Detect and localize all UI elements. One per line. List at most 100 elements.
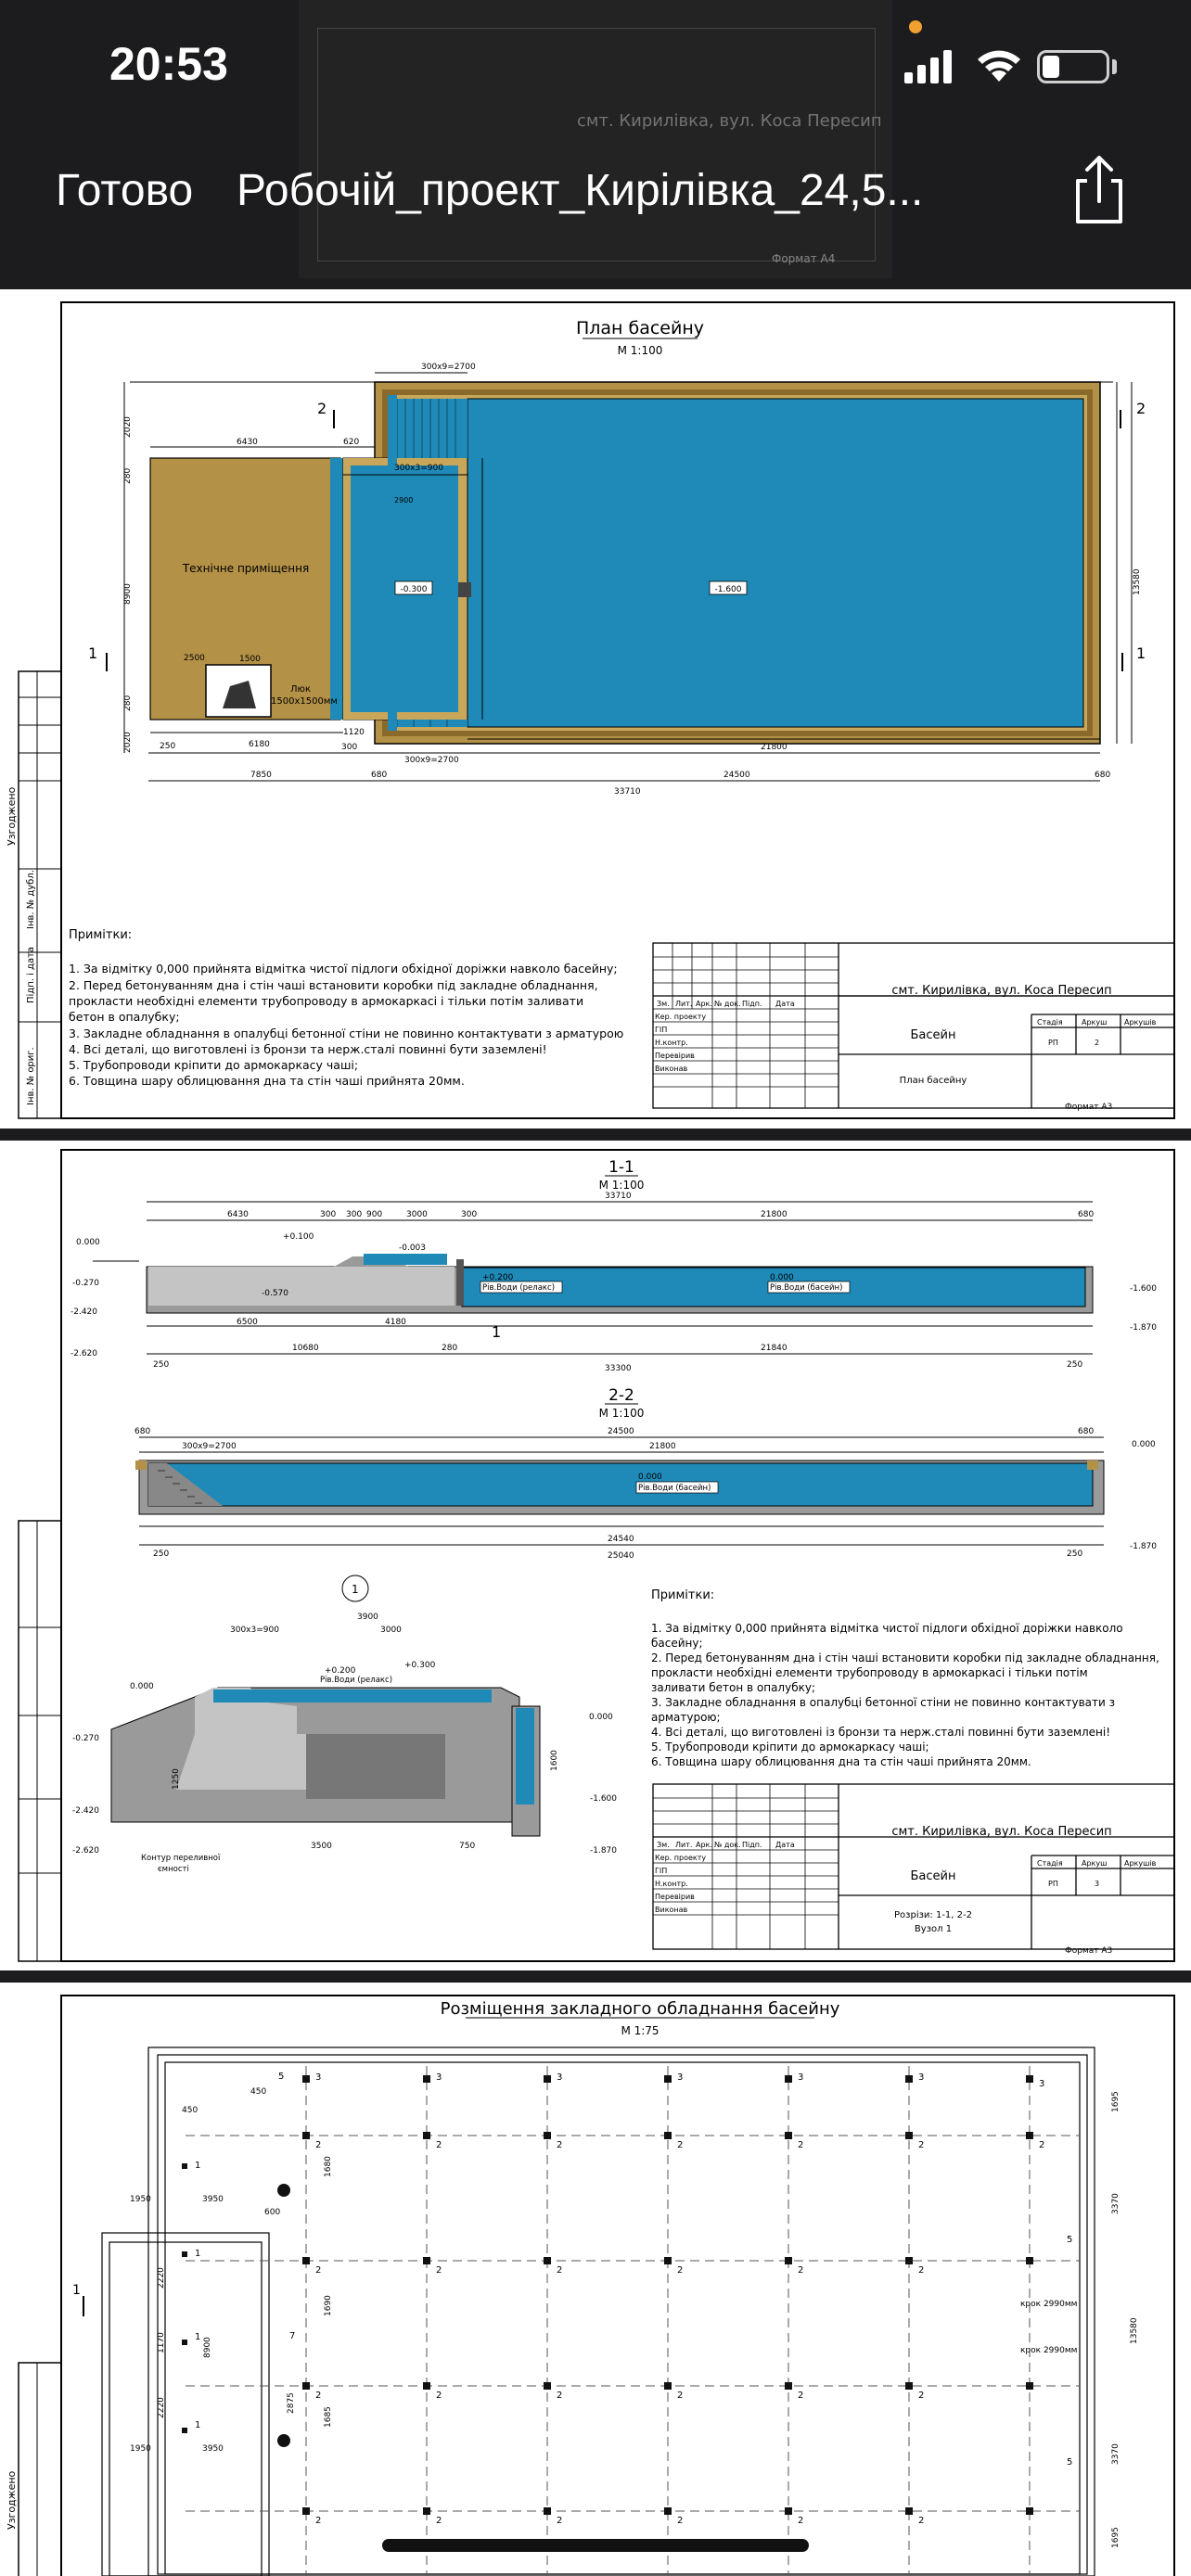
svg-text:Стадія: Стадія (1037, 1859, 1063, 1868)
svg-text:Дата: Дата (775, 1000, 795, 1008)
svg-text:8900: 8900 (123, 583, 133, 605)
svg-text:Н.контр.: Н.контр. (655, 1039, 688, 1047)
svg-text:0.000: 0.000 (1132, 1440, 1156, 1449)
svg-text:3. Закладне обладнання в опалу: 3. Закладне обладнання в опалубці бетонн… (69, 1027, 623, 1040)
svg-text:5: 5 (1067, 2235, 1072, 2245)
svg-text:2: 2 (436, 2265, 442, 2276)
share-icon[interactable] (1067, 153, 1132, 227)
svg-text:33710: 33710 (605, 1192, 632, 1201)
svg-text:300: 300 (320, 1210, 336, 1219)
svg-text:ГІП: ГІП (655, 1867, 667, 1875)
privacy-indicator-dot (909, 20, 922, 33)
svg-text:24540: 24540 (608, 1535, 634, 1544)
svg-text:250: 250 (153, 1360, 169, 1370)
svg-text:0.000: 0.000 (770, 1273, 794, 1282)
drawing-sheet-sections[interactable]: 1-1 М 1:100 33710 21800 6430 300 300 900… (0, 1141, 1191, 1970)
svg-text:33710: 33710 (614, 787, 641, 797)
svg-text:6. Товщина шару облицювання дн: 6. Товщина шару облицювання дна та стін … (651, 1755, 1031, 1768)
svg-text:2: 2 (677, 2516, 683, 2526)
svg-text:1695: 1695 (1111, 2527, 1121, 2548)
svg-text:1120: 1120 (343, 728, 365, 737)
svg-text:-2.620: -2.620 (70, 1349, 97, 1358)
sheet1-scale: М 1:100 (618, 344, 663, 357)
svg-text:3: 3 (1039, 2079, 1044, 2089)
svg-text:5. Трубопроводи кріпити до арм: 5. Трубопроводи кріпити до армокаркасу ч… (651, 1741, 929, 1753)
svg-text:1: 1 (195, 2161, 200, 2171)
svg-text:№ док.: № док. (714, 1841, 741, 1849)
svg-text:Лит.: Лит. (675, 1841, 692, 1849)
water-level-relax: Рів.Води (релакс) (482, 1283, 555, 1293)
svg-text:6430: 6430 (227, 1210, 249, 1219)
top-navigation-bar: смт. Кирилівка, вул. Коса Пересип Формат… (0, 0, 1191, 278)
svg-text:3: 3 (677, 2072, 683, 2083)
svg-text:5. Трубопроводи кріпити до арм: 5. Трубопроводи кріпити до армокаркасу ч… (69, 1058, 358, 1072)
svg-text:280: 280 (442, 1344, 457, 1353)
svg-text:6. Товщина шару облицювання дн: 6. Товщина шару облицювання дна та стін … (69, 1074, 465, 1088)
svg-text:2: 2 (557, 2516, 562, 2526)
svg-text:+0.300: +0.300 (404, 1661, 436, 1670)
svg-text:Басейн: Басейн (911, 1869, 956, 1883)
svg-text:1680: 1680 (324, 2156, 333, 2177)
svg-text:2: 2 (1095, 1039, 1099, 1047)
svg-text:3: 3 (315, 2072, 321, 2083)
svg-text:Примітки:: Примітки: (651, 1588, 714, 1602)
svg-text:2: 2 (918, 2391, 924, 2401)
stamp-address: смт. Кирилівка, вул. Коса Пересип (891, 984, 1111, 998)
drawing-sheet-pool-plan[interactable]: Узгоджено Інв. № дубл. Підп. і дата Інв.… (0, 289, 1191, 1129)
status-time: 20:53 (109, 38, 228, 90)
cellular-signal-icon (904, 50, 952, 83)
svg-text:0.000: 0.000 (638, 1473, 662, 1482)
section2-scale: М 1:100 (599, 1407, 645, 1420)
svg-text:2220: 2220 (157, 2267, 166, 2289)
svg-text:ГІП: ГІП (655, 1026, 667, 1034)
svg-text:4180: 4180 (385, 1318, 406, 1327)
svg-text:-1.600: -1.600 (590, 1794, 617, 1804)
svg-text:450: 450 (250, 2087, 266, 2097)
svg-text:300х3=900: 300х3=900 (394, 464, 443, 473)
home-indicator[interactable] (382, 2539, 809, 2552)
section1-scale: М 1:100 (599, 1179, 645, 1192)
battery-icon (1037, 50, 1109, 83)
svg-text:1: 1 (195, 2332, 200, 2342)
svg-text:3000: 3000 (406, 1210, 428, 1219)
drawing-sheet-embedded-equipment[interactable]: Узгоджено Розміщення закладного обладнан… (0, 1983, 1191, 2576)
svg-text:24500: 24500 (724, 771, 750, 780)
svg-text:Арк.: Арк. (696, 1000, 712, 1008)
node-label: 1 (352, 1583, 359, 1596)
svg-text:-0.270: -0.270 (72, 1734, 99, 1743)
svg-text:680: 680 (134, 1427, 150, 1436)
svg-text:3: 3 (557, 2072, 562, 2083)
svg-text:1685: 1685 (324, 2406, 333, 2428)
svg-text:10680: 10680 (292, 1344, 319, 1353)
svg-text:300х3=900: 300х3=900 (230, 1626, 279, 1635)
svg-text:+0.100: +0.100 (283, 1232, 314, 1242)
svg-text:Виконав: Виконав (655, 1906, 688, 1914)
svg-text:-2.420: -2.420 (72, 1806, 99, 1816)
svg-text:8900: 8900 (203, 2337, 212, 2358)
svg-text:250: 250 (1067, 1549, 1082, 1559)
svg-text:1: 1 (195, 2420, 200, 2430)
level-shallow: -0.300 (400, 585, 427, 594)
svg-text:2: 2 (918, 2516, 924, 2526)
section2-title: 2-2 (608, 1386, 634, 1405)
wifi-icon (978, 50, 1020, 82)
svg-text:2: 2 (918, 2265, 924, 2276)
svg-text:21800: 21800 (649, 1442, 676, 1451)
svg-text:Стадія: Стадія (1037, 1018, 1063, 1027)
svg-text:3: 3 (798, 2072, 803, 2083)
svg-text:300х9=2700: 300х9=2700 (421, 363, 476, 372)
svg-text:-1.870: -1.870 (590, 1846, 617, 1855)
done-button[interactable]: Готово (56, 166, 194, 215)
svg-text:Узгоджено: Узгоджено (6, 2470, 18, 2530)
svg-text:1: 1 (195, 2249, 200, 2259)
svg-text:7: 7 (289, 2331, 295, 2341)
svg-text:750: 750 (459, 1842, 475, 1851)
svg-text:Н.контр.: Н.контр. (655, 1880, 688, 1888)
svg-text:3950: 3950 (202, 2195, 224, 2204)
svg-text:-1.870: -1.870 (1130, 1542, 1157, 1551)
svg-text:2: 2 (557, 2140, 562, 2150)
svg-text:2: 2 (798, 2516, 803, 2526)
svg-text:6430: 6430 (237, 438, 258, 447)
svg-text:прокласти необхідні елементи т: прокласти необхідні елементи трубопровод… (651, 1666, 1088, 1679)
svg-text:1: 1 (1136, 644, 1146, 662)
